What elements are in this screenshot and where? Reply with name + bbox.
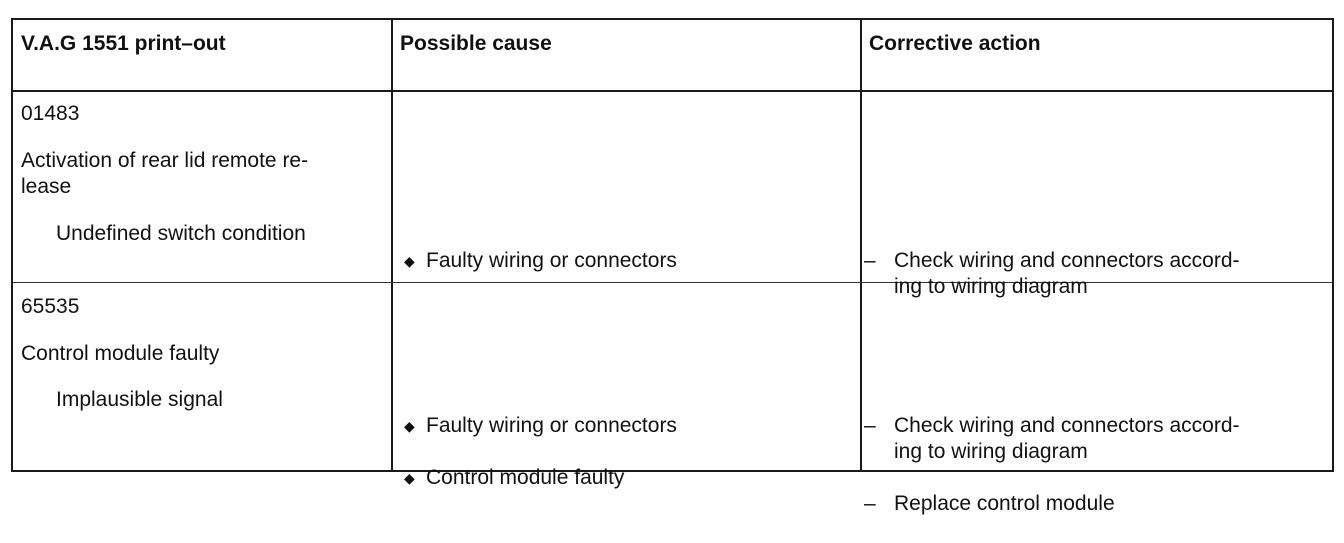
row-divider xyxy=(13,282,1332,283)
row1-fault-code: 01483 xyxy=(21,102,80,125)
row2-fault-condition: Implausible signal xyxy=(56,388,223,411)
bullet-icon: ◆ xyxy=(404,418,415,434)
row2-fault-code: 65535 xyxy=(21,295,80,318)
dash-icon: – xyxy=(864,249,876,272)
row1-fault-condition: Undefined switch condition xyxy=(56,222,306,245)
action-item: –Check wiring and connectors accord- ing… xyxy=(864,414,1240,463)
fault-code-table: V.A.G 1551 print–out Possible cause Corr… xyxy=(11,18,1334,515)
action-item: –Check wiring and connectors accord- ing… xyxy=(864,249,1240,298)
row2-fault-description: Control module faulty xyxy=(21,342,220,365)
row1-fault-description: Activation of rear lid remote re- lease xyxy=(21,149,309,198)
header-possible-cause: Possible cause xyxy=(400,32,552,55)
bullet-icon: ◆ xyxy=(404,470,415,486)
row1-possible-causes: ◆Faulty wiring or connectors xyxy=(404,222,844,300)
bullet-icon: ◆ xyxy=(404,253,415,269)
column-divider-1 xyxy=(391,20,393,470)
cause-item: ◆Control module faulty xyxy=(404,466,625,489)
header-corrective-action: Corrective action xyxy=(869,32,1041,55)
row1-corrective-actions: –Check wiring and connectors accord- ing… xyxy=(864,222,1324,326)
column-divider-2 xyxy=(860,20,862,470)
dash-icon: – xyxy=(864,492,876,515)
dash-icon: – xyxy=(864,414,876,437)
cause-item: ◆Faulty wiring or connectors xyxy=(404,249,677,272)
row2-possible-causes: ◆Faulty wiring or connectors ◆Control mo… xyxy=(404,387,844,517)
header-printout: V.A.G 1551 print–out xyxy=(21,32,226,55)
action-item: –Replace control module xyxy=(864,492,1115,515)
cause-item: ◆Faulty wiring or connectors xyxy=(404,414,677,437)
row2-corrective-actions: –Check wiring and connectors accord- ing… xyxy=(864,387,1324,543)
header-divider xyxy=(13,90,1332,92)
